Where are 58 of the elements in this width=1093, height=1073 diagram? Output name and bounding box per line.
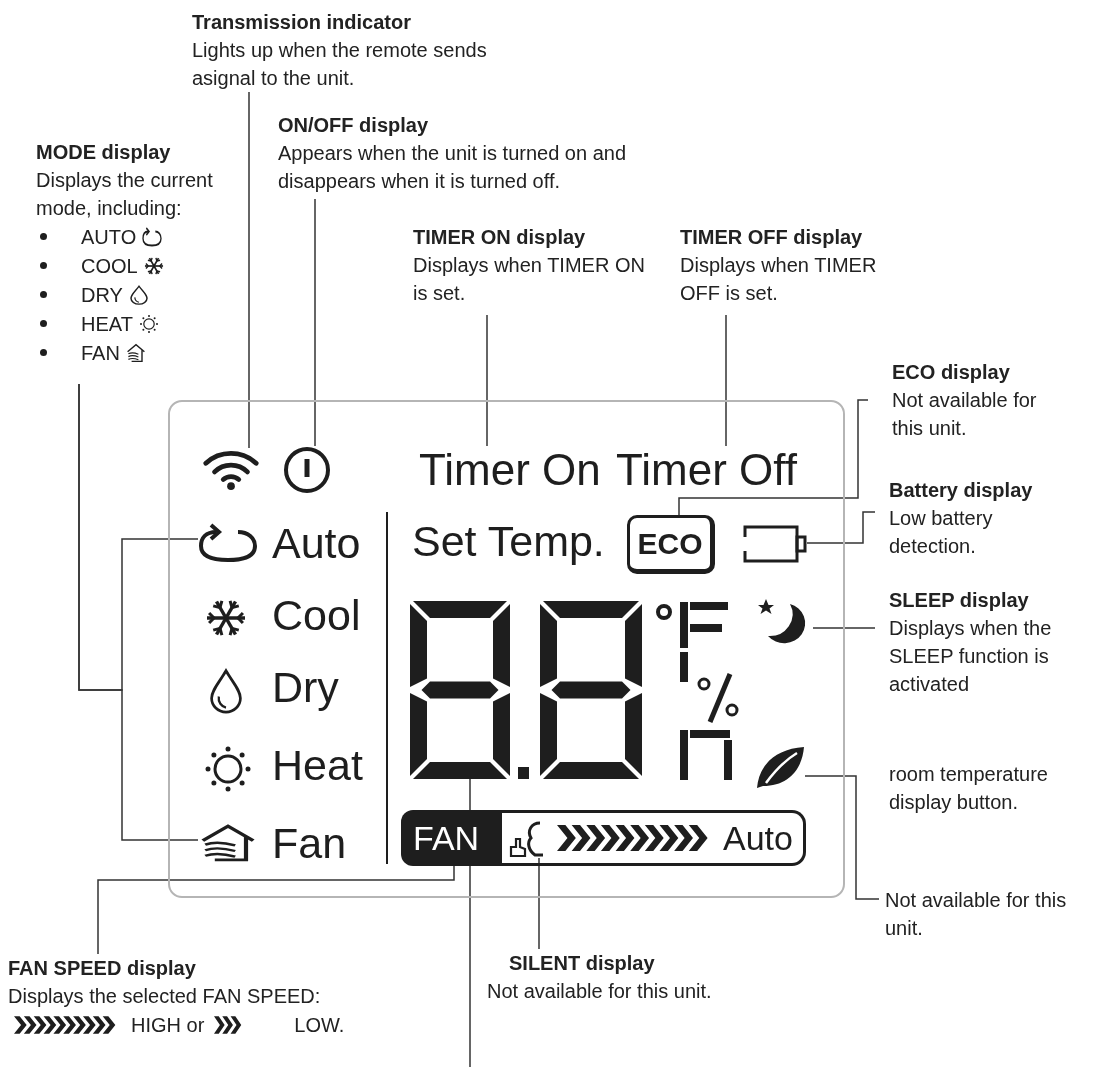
callout-heading: SILENT display	[508, 951, 656, 976]
callout-heading: ON/OFF display	[278, 113, 430, 138]
leader-line	[804, 775, 880, 900]
mode-name: DRY	[81, 282, 123, 308]
eco-indicator: ECO	[627, 515, 715, 574]
callout-text: Appears when the unit is turned on and disappears when it is turned off.	[278, 141, 628, 194]
callout-text: Not available for this unit.	[487, 979, 713, 1004]
wifi-signal-icon	[202, 448, 260, 490]
callout-text: Displays the current mode, including:	[36, 168, 214, 221]
leader-line	[78, 383, 199, 841]
callout-text: Displays when TIMER OFF is set.	[680, 253, 878, 306]
mode-label: Cool	[272, 594, 361, 637]
callout-text: Lights up when the remote sends asignal to the unit.	[192, 38, 488, 91]
callout-text: Displays the selected FAN SPEED:	[8, 984, 322, 1009]
leaf-icon	[754, 746, 805, 789]
callout-heading: FAN SPEED display	[8, 956, 197, 981]
callout-text: Displays when the SLEEP function is activated	[889, 616, 1053, 697]
callout-heading: ECO display	[892, 360, 1011, 385]
power-icon	[283, 446, 331, 494]
callout-heading: MODE display	[36, 140, 172, 165]
callout-text: Not available for this unit.	[892, 388, 1038, 441]
fan-indicator: FAN	[401, 810, 502, 866]
note-text: room temperature display button.	[889, 762, 1049, 815]
callout-text: Low battery detection.	[889, 506, 994, 559]
leader-line	[812, 627, 876, 629]
seven-segment-digits-drawing	[410, 601, 642, 779]
callout-heading: Battery display	[889, 478, 1034, 503]
lcd-text: Timer Off	[616, 446, 808, 494]
callout-heading: TIMER ON display	[413, 225, 587, 250]
speed-text: LOW.	[294, 1012, 345, 1038]
callout-heading: TIMER OFF display	[680, 225, 864, 250]
leader-line	[248, 91, 250, 449]
mode-name: AUTO	[81, 224, 137, 250]
leader-line	[97, 865, 455, 955]
leader-line	[486, 314, 488, 447]
callout-text: Displays when TIMER ON is set.	[413, 253, 646, 306]
mode-name: FAN	[81, 340, 120, 366]
mode-label: Dry	[272, 666, 339, 709]
leader-line	[314, 198, 316, 447]
callout-heading: Transmission indicator	[192, 10, 412, 35]
lcd-panel	[168, 400, 845, 898]
callout-text: Not available for this unit.	[885, 888, 1068, 941]
silent-icon	[508, 820, 546, 858]
battery-icon	[743, 525, 807, 563]
callout-heading: SLEEP display	[889, 588, 1030, 613]
leader-line	[725, 314, 727, 447]
mode-name: HEAT	[81, 311, 133, 337]
mode-label: Fan	[272, 821, 347, 865]
lcd-label: Auto	[723, 821, 793, 855]
leader-line	[678, 399, 869, 516]
mode-label: Heat	[272, 744, 363, 787]
leader-line	[538, 857, 540, 950]
leader-line	[806, 511, 876, 544]
mode-name: COOL	[81, 253, 138, 279]
mode-label: Auto	[272, 521, 361, 565]
lcd-text: Timer On	[419, 446, 609, 494]
speed-text: HIGH or	[131, 1012, 205, 1038]
lcd-label: Set Temp.	[412, 520, 605, 563]
